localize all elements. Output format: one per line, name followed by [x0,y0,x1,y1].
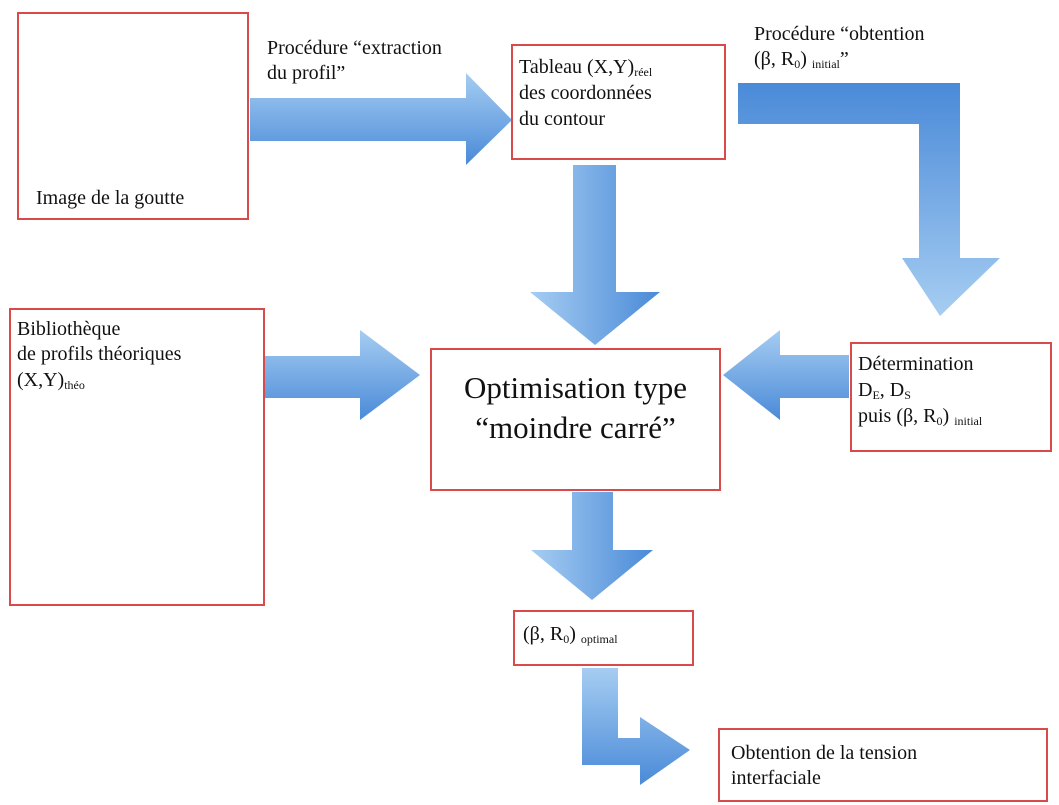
optimal-value: (β, R0) optimal [523,623,618,646]
arrow-optim-to-optimal [531,492,653,600]
determination-box [850,342,1052,452]
theoretical-library-box [9,308,265,606]
optimisation-box [430,348,721,491]
step-extraction-line2: du profil” [267,62,346,84]
interfacial-tension-box [718,728,1048,802]
drop-image-caption: Image de la goutte [36,187,185,209]
library-line1: Bibliothèque [17,318,121,340]
optimal-box [513,610,694,666]
determination-line3: puis (β, R0) initial [858,405,983,428]
determination-line2: DE, DS [858,379,911,402]
interfacial-tension-line2: interfaciale [731,767,821,789]
optimisation-line1: Optimisation type [463,370,687,405]
arrow-optimal-to-tension [582,668,690,785]
coordinate-table-line3: du contour [519,108,606,130]
determination-line1: Détermination [858,353,974,375]
arrow-library-to-optim [265,330,420,420]
drop-image-box [17,12,249,220]
arrow-determination-to-optim [723,330,849,420]
step-obtention-line2: (β, R0) initial” [754,48,849,71]
step-obtention-line1: Procédure “obtention [754,23,925,45]
coordinate-table-line1: Tableau (X,Y)réel [519,56,653,79]
optimisation-line2: “moindre carré” [475,410,676,445]
arrow-table-to-optim [530,165,660,345]
library-line3: (X,Y)théo [17,369,85,392]
arrow-image-to-table [250,73,512,165]
coordinate-table-box [511,44,726,160]
step-extraction-line1: Procédure “extraction [267,37,442,59]
coordinate-table-line2: des coordonnées [519,82,652,104]
arrow-table-to-determination [738,83,1000,316]
interfacial-tension-line1: Obtention de la tension [731,742,918,764]
library-line2: de profils théoriques [17,343,182,365]
